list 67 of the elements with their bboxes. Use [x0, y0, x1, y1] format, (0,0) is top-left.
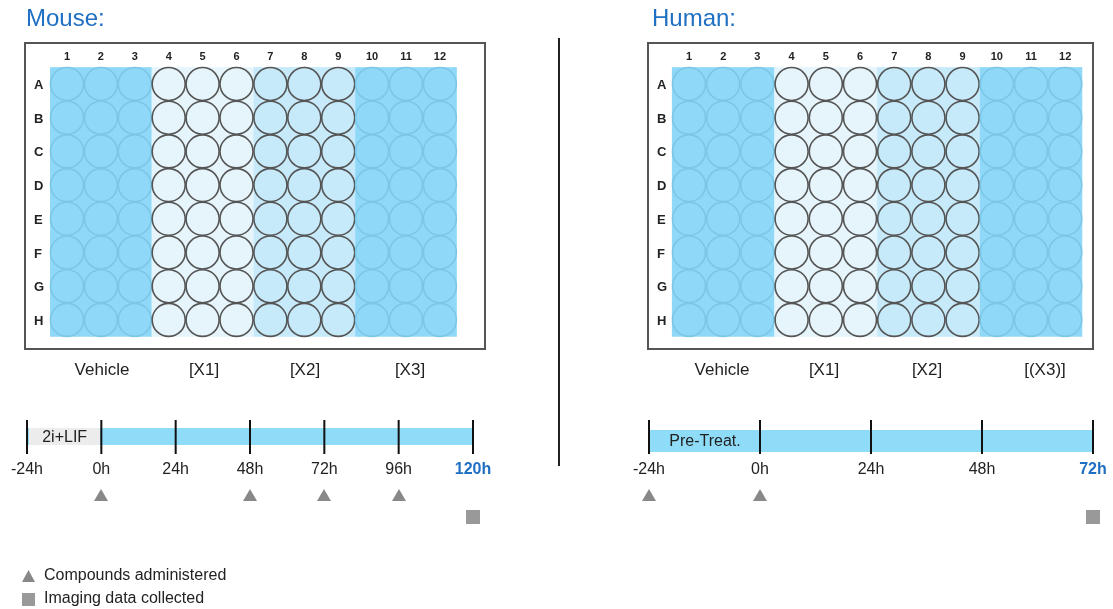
treatment-label: [X3]	[394, 360, 426, 380]
time-label: 0h	[751, 460, 769, 478]
column-number: 10	[990, 50, 1003, 62]
column-number: 1	[685, 50, 693, 62]
column-number: 2	[97, 50, 104, 62]
row-letter: F	[34, 245, 42, 260]
row-letter: A	[657, 76, 667, 92]
column-number: 8	[925, 50, 932, 62]
phase-label: 2i+LIF	[42, 427, 88, 446]
time-label: 0h	[92, 460, 111, 478]
column-number: 11	[1025, 50, 1037, 62]
row-letter: C	[657, 143, 667, 159]
column-number: 3	[754, 50, 761, 62]
legend-label: Compounds administered	[44, 566, 227, 584]
column-number: 1	[63, 50, 71, 62]
row-letter: F	[657, 245, 665, 260]
row-letter: E	[657, 211, 666, 227]
treatment-label: [X1]	[188, 360, 220, 380]
treatment-label: Vehicle	[694, 360, 750, 380]
column-number: 7	[891, 50, 898, 62]
time-label: 24h	[162, 460, 189, 478]
time-label: 24h	[857, 460, 885, 478]
column-number: 5	[822, 50, 829, 62]
row-letter: D	[34, 177, 44, 193]
time-label: 72h	[311, 460, 338, 478]
column-number: 8	[301, 50, 308, 62]
legend-label: Imaging data collected	[44, 589, 205, 607]
treatment-label: [X2]	[911, 360, 943, 380]
row-letter: E	[34, 211, 43, 227]
row-letter: G	[657, 278, 668, 294]
row-letter: G	[34, 278, 45, 294]
treatment-label: [(X3)]	[1024, 360, 1066, 380]
column-number: 12	[1059, 50, 1072, 62]
panel-heading: Human:	[652, 4, 737, 32]
column-number: 7	[267, 50, 274, 62]
time-label: -24h	[11, 460, 43, 478]
row-letter: B	[657, 110, 667, 126]
row-letter: H	[657, 312, 667, 328]
time-label: 120h	[454, 460, 492, 478]
treatment-label: [X1]	[808, 360, 840, 380]
panel-heading: Mouse:	[26, 4, 105, 32]
column-number: 3	[131, 50, 138, 62]
row-letter: H	[34, 312, 44, 328]
column-number: 9	[959, 50, 966, 62]
column-number: 2	[720, 50, 727, 62]
column-number: 9	[335, 50, 342, 62]
treatment-label: Vehicle	[74, 360, 130, 380]
column-number: 10	[365, 50, 379, 62]
column-number: 6	[856, 50, 864, 62]
time-label: 72h	[1079, 460, 1107, 478]
row-letter: D	[657, 177, 667, 193]
column-number: 6	[233, 50, 240, 62]
row-letter: B	[34, 110, 44, 126]
time-label: 96h	[385, 460, 412, 478]
column-number: 5	[199, 50, 206, 62]
time-label: 48h	[236, 460, 264, 478]
timeline-segment	[29, 428, 101, 445]
column-number: 11	[400, 50, 412, 62]
row-letter: C	[34, 143, 44, 159]
time-label: 48h	[968, 460, 996, 478]
column-number: 4	[788, 50, 795, 62]
phase-label: Pre-Treat.	[669, 432, 741, 450]
column-number: 4	[165, 50, 172, 62]
time-label: -24h	[633, 460, 665, 478]
treatment-label: [X2]	[289, 360, 321, 380]
column-number: 12	[433, 50, 446, 62]
row-letter: A	[34, 76, 44, 92]
